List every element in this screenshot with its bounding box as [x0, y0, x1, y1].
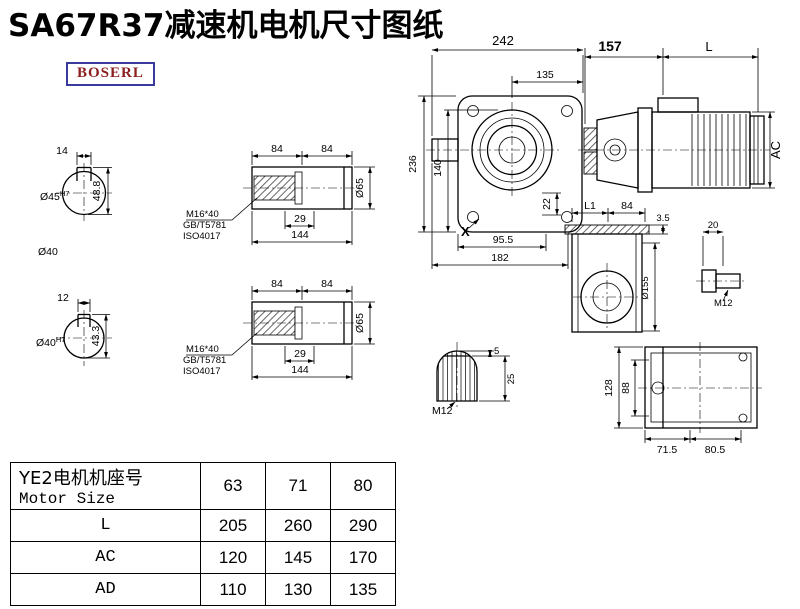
motor-side-view: 157 L AC — [578, 38, 783, 193]
standard-label-1a: GB/T5781 — [183, 220, 226, 231]
shaft-end-view-1: 14 Ø45H7 48.8 Ø40 — [38, 145, 112, 258]
value-AC-80: 170 — [330, 541, 396, 574]
dim-shaft-dia-2: Ø65 — [354, 313, 366, 333]
dim-84: 84 — [621, 200, 633, 212]
value-AC-71: 145 — [265, 541, 331, 574]
bolt-spec-label-2: M16*40 — [186, 344, 219, 355]
dim-keyway-width-1: 14 — [56, 145, 68, 157]
dim-bore-dia-2: Ø40H7 — [36, 335, 65, 349]
shaft-end-view-2: 12 Ø40H7 43.3 — [36, 292, 112, 366]
dim-seg-b-1: 84 — [321, 143, 333, 155]
table-row-AD: AD 110 130 135 — [10, 573, 396, 606]
dim-total-height-1: 48.8 — [91, 181, 103, 202]
value-AD-71: 130 — [265, 573, 331, 606]
dim-off-a: 71.5 — [657, 444, 678, 456]
dim-key-length-1: 29 — [294, 213, 306, 225]
motor-size-71: 71 — [265, 462, 331, 510]
value-L-63: 205 — [200, 509, 266, 542]
dim-base-width: 182 — [491, 252, 509, 264]
dim-keyway-width-2: 12 — [57, 292, 69, 304]
brand-logo: BOSERL — [66, 62, 155, 86]
dim-boss-dia: Ø155 — [640, 276, 651, 299]
gearbox-side-view: L1 84 3.5 20 Ø155 M12 — [564, 200, 747, 333]
value-L-71: 260 — [265, 509, 331, 542]
shaft-side-view-2: 84 84 M16*40 GB/T5781 ISO4017 29 144 Ø65 — [183, 278, 375, 380]
value-AD-63: 110 — [200, 573, 266, 606]
page-title: SA67R37减速机电机尺寸图纸 — [8, 8, 444, 44]
key-detail-view: 5 25 M12 — [432, 342, 517, 417]
shaft-side-view-1: 84 84 M16*40 GB/T5781 ISO4017 29 144 Ø65 — [183, 143, 375, 245]
table-header-cn: YE2电机机座号 — [19, 468, 143, 489]
value-AC-63: 120 — [200, 541, 266, 574]
table-row-L: L 205 260 290 — [10, 509, 396, 542]
thread-label-m12-detail: M12 — [432, 405, 453, 417]
table-header-row: YE2电机机座号 Motor Size 63 71 80 — [10, 462, 396, 510]
dim-key-width: 25 — [506, 374, 517, 385]
dim-flange-thickness: 3.5 — [656, 213, 669, 224]
value-L-80: 290 — [330, 509, 396, 542]
table-header-en: Motor Size — [19, 490, 116, 508]
motor-size-80: 80 — [330, 462, 396, 510]
dim-total-length-1: 144 — [291, 229, 309, 241]
row-label-L: L — [10, 509, 201, 542]
dim-bottom-inner: 88 — [620, 382, 632, 394]
dim-adapter-length: 157 — [598, 38, 622, 54]
dim-motor-length: L — [705, 39, 712, 54]
dim-overall-height: 236 — [407, 155, 419, 173]
dim-stud-length: 20 — [708, 220, 719, 231]
row-label-AD: AD — [10, 573, 201, 606]
gearbox-bottom-view: 128 88 71.5 80.5 — [603, 342, 762, 456]
value-AD-80: 135 — [330, 573, 396, 606]
dim-l1: L1 — [584, 200, 596, 212]
dim-key-length-2: 29 — [294, 348, 306, 360]
dim-center-height: 140 — [432, 159, 444, 177]
dim-overall-width: 242 — [492, 33, 514, 48]
standard-label-2b: ISO4017 — [183, 366, 221, 377]
table-row-AC: AC 120 145 170 — [10, 541, 396, 574]
bolt-spec-label-1: M16*40 — [186, 209, 219, 220]
dim-bore-dia-1: Ø45H7 — [40, 189, 69, 203]
standard-label-1b: ISO4017 — [183, 231, 221, 242]
dim-key-depth: 5 — [494, 346, 499, 357]
standard-label-2a: GB/T5781 — [183, 355, 226, 366]
dim-total-length-2: 144 — [291, 364, 309, 376]
technical-drawing: 14 Ø45H7 48.8 Ø40 12 Ø40H7 43.3 — [36, 33, 783, 456]
dim-seg-a-2: 84 — [271, 278, 283, 290]
dim-seg-b-2: 84 — [321, 278, 333, 290]
dim-base-offset: 95.5 — [493, 234, 514, 246]
marker-x: X — [461, 224, 470, 239]
dim-shaft-dia-1: Ø65 — [354, 178, 366, 198]
dim-total-height-2: 43.3 — [90, 326, 102, 347]
row-label-AC: AC — [10, 541, 201, 574]
dim-bottom-overall: 128 — [603, 379, 615, 397]
dim-foot-height: 22 — [541, 198, 553, 210]
gearbox-front-view: 242 135 236 140 22 X 95.5 182 — [407, 33, 584, 269]
dim-shaft-dia-label: Ø40 — [38, 246, 58, 258]
dim-upper-width: 135 — [536, 69, 554, 81]
dim-off-b: 80.5 — [705, 444, 726, 456]
dim-motor-dia: AC — [768, 141, 783, 159]
motor-size-table: YE2电机机座号 Motor Size 63 71 80 L 205 260 2… — [10, 462, 396, 606]
motor-size-63: 63 — [200, 462, 266, 510]
table-header-cell: YE2电机机座号 Motor Size — [10, 462, 201, 510]
thread-label-m12-side: M12 — [714, 298, 732, 309]
dim-seg-a-1: 84 — [271, 143, 283, 155]
